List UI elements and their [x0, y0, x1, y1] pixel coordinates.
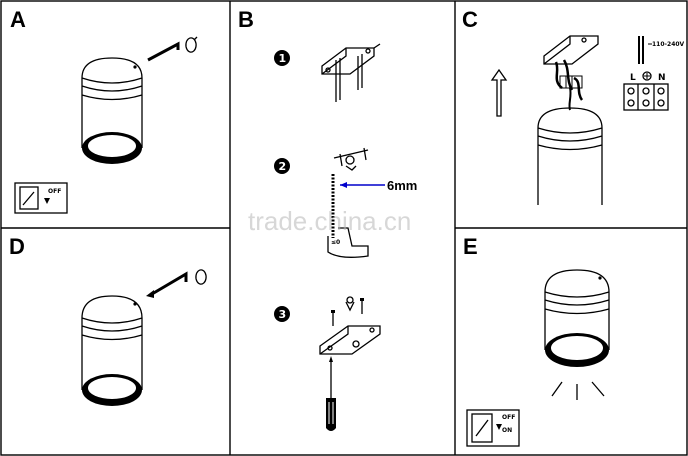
watermark: trade.china.cn [248, 206, 411, 236]
switch-on-label: ON [502, 427, 512, 434]
wire-stripping-icon: ≤0 [327, 147, 369, 258]
dimension-arrow: 6mm [340, 178, 417, 193]
panel-b-letter: B [238, 7, 254, 32]
mounting-bracket-icon [321, 43, 381, 102]
step-3: 3 [274, 296, 381, 431]
allen-key-icon [147, 36, 198, 62]
panel-c-bracket [543, 35, 599, 65]
panel-c-lamp [537, 107, 603, 205]
mounting-bracket-icon [319, 325, 381, 355]
panel-e-letter: E [463, 234, 478, 259]
panel-d-lamp [81, 295, 143, 406]
panel-b: B 1 2 [238, 7, 417, 431]
earth-icon [642, 71, 652, 81]
step-2: 2 ≤0 6mm [274, 147, 417, 258]
panel-a: A OFF [10, 7, 198, 214]
dimension-label: 6mm [387, 178, 417, 193]
step-2-number: 2 [279, 160, 287, 173]
panel-d: D [9, 234, 207, 406]
switch-off-label: OFF [502, 414, 515, 421]
connection-wires [554, 59, 584, 111]
power-cable-icon: 110-240V [638, 36, 685, 64]
wall-switch-icon: OFF ON [466, 409, 520, 447]
svg-text:≤0: ≤0 [331, 239, 340, 246]
voltage-label: 110-240V [652, 41, 685, 48]
step-1-number: 1 [279, 52, 287, 65]
panel-c-letter: C [462, 7, 478, 32]
terminal-live-label: L [630, 73, 636, 83]
step-3-number: 3 [279, 308, 287, 321]
panel-e: E OFF ON [463, 234, 610, 447]
panel-a-lamp [81, 57, 143, 164]
terminal-neutral-label: N [658, 73, 666, 83]
up-arrow-icon [490, 68, 508, 117]
light-rays-icon [551, 381, 605, 400]
panel-c: C 110-240V [462, 7, 685, 205]
panel-e-lamp [544, 269, 610, 367]
wall-switch-icon: OFF [14, 182, 68, 214]
screws-icon [331, 296, 364, 326]
switch-off-label: OFF [48, 188, 61, 195]
terminal-block: L N [623, 71, 669, 111]
screwdriver-icon [326, 356, 336, 431]
panel-d-letter: D [9, 234, 25, 259]
step-1: 1 [274, 43, 381, 102]
panel-a-letter: A [10, 7, 26, 32]
allen-key-icon [146, 269, 207, 298]
